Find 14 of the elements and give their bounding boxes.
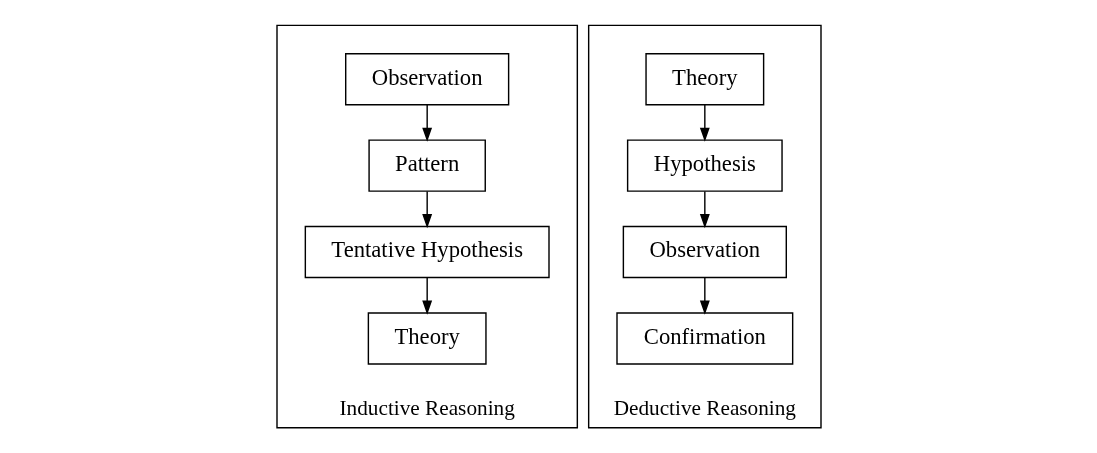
node-box: Confirmation: [615, 312, 793, 365]
arrow: [699, 104, 710, 142]
node-box: Observation: [622, 225, 787, 279]
node-box: Tentative Hypothesis: [304, 225, 550, 279]
arrow: [421, 190, 432, 229]
arrow: [421, 277, 432, 315]
arrow: [699, 190, 710, 229]
arrow: [699, 277, 710, 315]
node-box: Hypothesis: [626, 139, 783, 192]
arrow: [421, 104, 432, 142]
node-box: Observation: [344, 52, 509, 106]
node-box: Theory: [644, 52, 764, 106]
node-box: Pattern: [367, 139, 486, 192]
node-box: Theory: [367, 312, 487, 365]
